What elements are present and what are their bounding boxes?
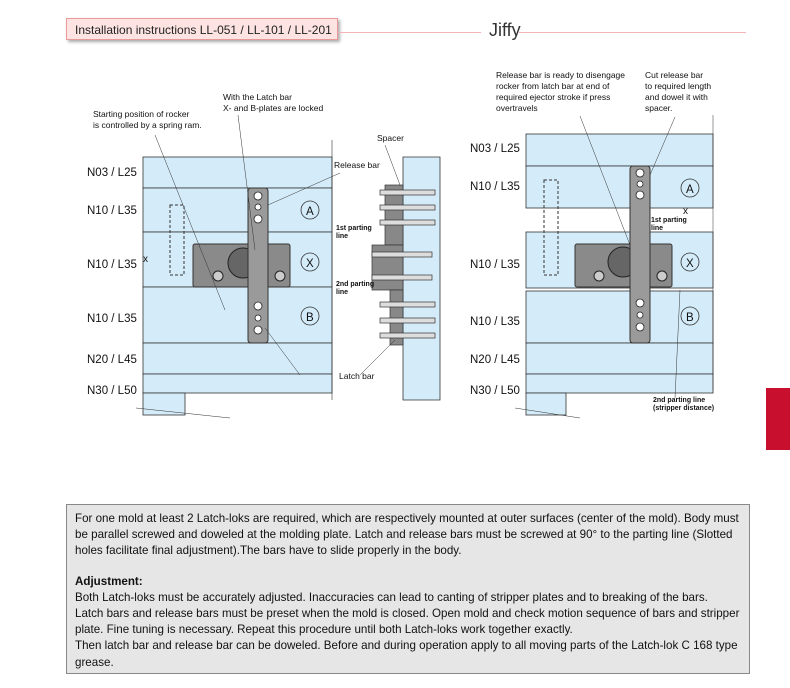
note: 2nd parting line [653, 397, 705, 404]
plate-label: N03 / L25 [87, 167, 137, 179]
left-latch-body [192, 243, 291, 288]
plate-label: N10 / L35 [470, 259, 520, 271]
instructions-paragraph: Both Latch-loks must be accurately adjus… [75, 590, 708, 604]
page-header-title: Installation instructions LL-051 / LL-10… [66, 18, 338, 40]
plate-mark-a: A [306, 206, 314, 218]
plate-label: N10 / L35 [470, 316, 520, 328]
note: Cut release bar [645, 70, 703, 80]
plate-mark-b: B [306, 312, 314, 324]
header-rule [338, 32, 481, 33]
plate-mark-x: X [686, 258, 694, 270]
note: Release bar is ready to disengage [496, 70, 625, 80]
brand-logo: Jiffy [489, 20, 521, 40]
note: 1st parting [336, 225, 372, 232]
right-release-bar [629, 165, 651, 344]
dimension-x: x [143, 254, 148, 265]
plate-label: N10 / L35 [87, 259, 137, 271]
plate-label: N20 / L45 [87, 354, 137, 366]
note: overtravels [496, 103, 538, 113]
instructions-paragraph: Latch bars and release bars must be pres… [75, 607, 740, 637]
note: line [336, 233, 348, 240]
section-tab [766, 388, 790, 450]
left-latch-bar [247, 187, 269, 344]
note: and dowel it with [645, 92, 708, 102]
note: required ejector stroke if press [496, 92, 610, 102]
dimension-x: x [683, 206, 688, 217]
plate-label: N20 / L45 [470, 354, 520, 366]
instructions-paragraph: For one mold at least 2 Latch-loks are r… [75, 512, 739, 558]
plate-label: N10 / L35 [87, 313, 137, 325]
installation-diagram: A X B A X B N03 / L25 N10 / L35 N10 / L3… [87, 70, 714, 419]
note: Latch bar [339, 371, 375, 381]
middle-section-bars [371, 184, 436, 346]
note: line [651, 225, 663, 232]
note: Spacer [377, 133, 404, 143]
instructions-panel: For one mold at least 2 Latch-loks are r… [66, 504, 750, 674]
note: rocker from latch bar at end of [496, 81, 610, 91]
note: is controlled by a spring ram. [93, 120, 202, 130]
note: 1st parting [651, 217, 687, 224]
plate-mark-a: A [686, 184, 694, 196]
note: Starting position of rocker [93, 109, 190, 119]
note: With the Latch bar [223, 92, 292, 102]
plate-mark-b: B [686, 312, 694, 324]
note: 2nd parting [336, 281, 374, 288]
plate-label: N30 / L50 [470, 385, 520, 397]
plate-label: N10 / L35 [470, 181, 520, 193]
plate-label: N10 / L35 [87, 205, 137, 217]
note: Release bar [334, 160, 380, 170]
note: (stripper distance) [653, 405, 714, 412]
right-latch-body [574, 243, 673, 288]
note: line [336, 289, 348, 296]
instructions-paragraph: Then latch bar and release bar can be do… [75, 639, 738, 669]
note: X- and B-plates are locked [223, 103, 323, 113]
header-rule [519, 32, 746, 33]
plate-mark-x: X [306, 258, 314, 270]
note: spacer. [645, 103, 672, 113]
adjustment-heading: Adjustment: [75, 574, 143, 588]
note: to required length [645, 81, 711, 91]
plate-label: N30 / L50 [87, 385, 137, 397]
plate-label: N03 / L25 [470, 143, 520, 155]
